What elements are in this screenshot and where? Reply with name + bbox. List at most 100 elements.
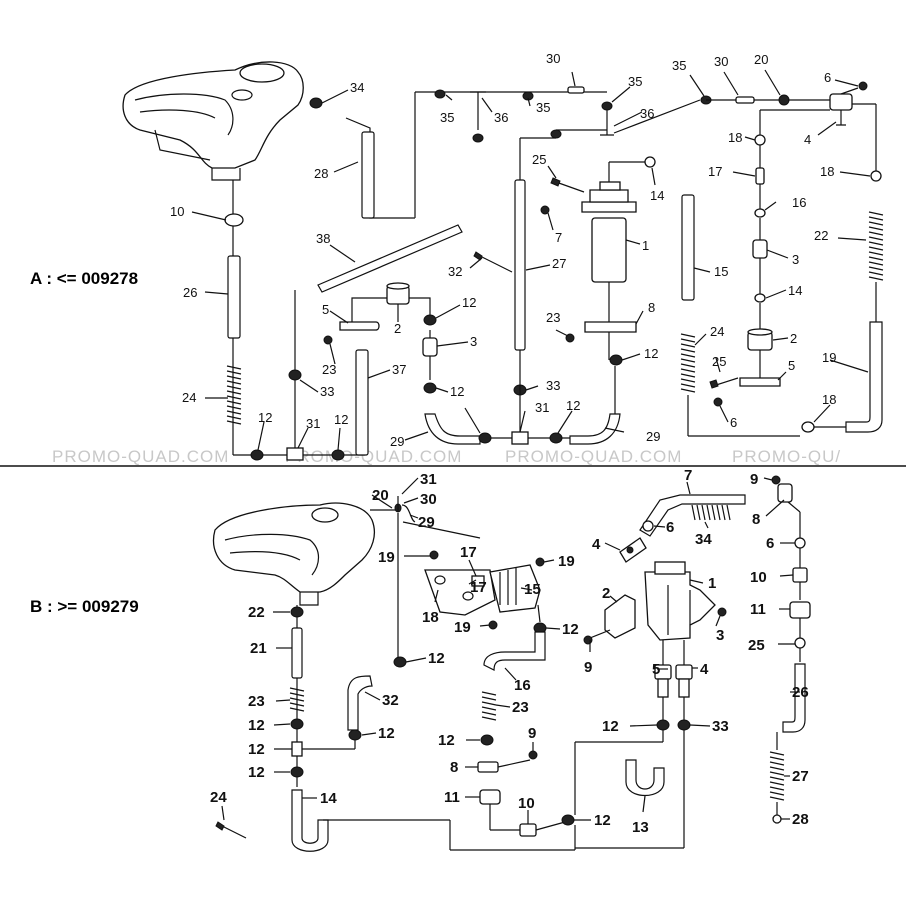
callout-label: 31 bbox=[535, 400, 549, 415]
t-connector bbox=[291, 735, 356, 757]
mounting-bracket bbox=[739, 377, 781, 387]
callout-label: 2 bbox=[394, 321, 401, 336]
fuel-hose bbox=[639, 494, 746, 537]
callout-label: 5 bbox=[788, 358, 795, 373]
coil-spring bbox=[691, 504, 731, 521]
watermark-text: PROMO-QUAD.COM bbox=[52, 447, 229, 466]
callout-label: 12 bbox=[248, 764, 265, 781]
callout-label: 22 bbox=[814, 228, 828, 243]
callout-label: 12 bbox=[462, 295, 476, 310]
hose-clamp bbox=[772, 814, 782, 824]
callout-label: 17 bbox=[460, 544, 477, 561]
callout-label: 30 bbox=[714, 54, 728, 69]
callout-label: 36 bbox=[640, 106, 654, 121]
callout-label: 4 bbox=[592, 536, 601, 553]
callout-label: 9 bbox=[750, 471, 758, 488]
callout-label: 30 bbox=[546, 51, 560, 66]
callout-label: 14 bbox=[788, 283, 802, 298]
callout-label: 28 bbox=[314, 166, 328, 181]
callout-label: 19 bbox=[822, 350, 836, 365]
callout-label: 18 bbox=[822, 392, 836, 407]
bolt bbox=[540, 205, 550, 215]
hose-clamp bbox=[480, 734, 494, 746]
pump-bracket bbox=[604, 594, 636, 639]
callout-label: 13 bbox=[632, 819, 649, 836]
screw bbox=[713, 397, 723, 407]
callout-label: 5 bbox=[652, 661, 660, 678]
callout-label: 1 bbox=[708, 575, 716, 592]
coil-spring bbox=[289, 687, 305, 712]
callout-label: 27 bbox=[552, 256, 566, 271]
filter-cup bbox=[747, 328, 773, 351]
callout-label: 27 bbox=[792, 768, 809, 785]
t-connector bbox=[286, 290, 304, 461]
callout-label: 3 bbox=[716, 627, 724, 644]
callout-label: 34 bbox=[695, 531, 712, 548]
callout-label: 21 bbox=[250, 640, 267, 657]
hose-clamp bbox=[778, 94, 790, 106]
t-connector bbox=[600, 110, 614, 136]
elbow-hose bbox=[483, 631, 546, 671]
hose-clamp bbox=[224, 213, 244, 227]
vent-hose bbox=[345, 117, 415, 219]
hose-clamp bbox=[290, 718, 304, 730]
fuel-hose bbox=[514, 179, 526, 351]
hose-clamp bbox=[656, 719, 670, 731]
callout-label: 19 bbox=[378, 549, 395, 566]
screw bbox=[717, 607, 727, 617]
watermark-text: PROMO-QU/ bbox=[732, 447, 841, 466]
callout-label: 2 bbox=[790, 331, 797, 346]
callout-label: 32 bbox=[382, 692, 399, 709]
callout-label: 7 bbox=[555, 230, 562, 245]
coil-spring bbox=[226, 365, 242, 425]
callout-label: 10 bbox=[170, 204, 184, 219]
hose-clamp bbox=[801, 421, 815, 433]
callout-label: 24 bbox=[182, 390, 196, 405]
hose-clamp bbox=[642, 520, 654, 532]
callout-label: 36 bbox=[494, 110, 508, 125]
callout-label: 9 bbox=[528, 725, 536, 742]
cable-tie bbox=[215, 821, 247, 839]
callout-label: 11 bbox=[444, 789, 460, 806]
callout-label: 25 bbox=[748, 637, 765, 654]
callout-label: 29 bbox=[418, 514, 435, 531]
callout-label: 7 bbox=[684, 467, 692, 484]
bolt bbox=[550, 177, 585, 193]
hose-clamp bbox=[644, 156, 656, 168]
hose-clamp bbox=[549, 432, 563, 444]
check-valve bbox=[434, 89, 446, 99]
callout-label: 29 bbox=[390, 434, 404, 449]
fuel-hose bbox=[681, 194, 695, 301]
callout-label: 12 bbox=[566, 398, 580, 413]
callout-label: 26 bbox=[183, 285, 197, 300]
callout-label: 23 bbox=[248, 693, 265, 710]
callout-label: 12 bbox=[602, 718, 619, 735]
u-hose bbox=[625, 759, 665, 796]
callout-label: 10 bbox=[518, 795, 535, 812]
callout-label: 8 bbox=[752, 511, 760, 528]
screw bbox=[771, 475, 781, 485]
callout-label: 12 bbox=[438, 732, 455, 749]
callout-label: 34 bbox=[350, 80, 364, 95]
hose-clamp bbox=[754, 208, 766, 218]
callout-label: 12 bbox=[334, 412, 348, 427]
callout-label: 33 bbox=[712, 718, 729, 735]
callout-label: 3 bbox=[470, 334, 477, 349]
callout-labels-section-a: 34 28 10 26 24 12 31 12 33 38 5 23 2 12 … bbox=[170, 51, 836, 449]
section-a-label: A : <= 009278 bbox=[30, 269, 138, 288]
fuel-tank bbox=[122, 61, 304, 181]
callout-label: 11 bbox=[750, 601, 766, 618]
coil-spring bbox=[769, 751, 785, 801]
elbow-hose bbox=[782, 663, 806, 733]
connector-fitting bbox=[777, 483, 793, 503]
bolt bbox=[709, 377, 739, 389]
fuel-pump bbox=[581, 161, 650, 360]
charcoal-canister bbox=[489, 564, 541, 623]
callout-label: 6 bbox=[824, 70, 831, 85]
check-valve bbox=[550, 129, 562, 139]
vent-valve bbox=[394, 496, 416, 523]
check-valve bbox=[601, 101, 613, 111]
elbow-hose bbox=[347, 675, 373, 731]
callout-label: 15 bbox=[524, 581, 541, 598]
fuel-pump bbox=[644, 561, 716, 641]
